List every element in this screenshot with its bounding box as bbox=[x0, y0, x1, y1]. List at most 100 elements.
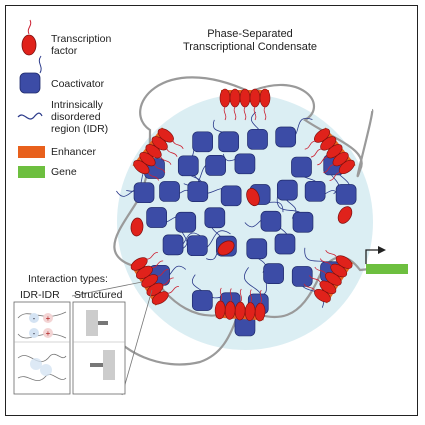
enhancer-cluster bbox=[130, 88, 356, 322]
structured-domain-1 bbox=[86, 310, 98, 336]
tf-idr-tail bbox=[148, 172, 160, 181]
tf-idr-tail bbox=[263, 106, 267, 121]
tf-idr-tail bbox=[239, 288, 243, 303]
coactivator bbox=[276, 179, 298, 201]
transcription-factor bbox=[217, 240, 235, 256]
minus-charge-2 bbox=[29, 328, 39, 338]
tf-idr-tail bbox=[310, 148, 322, 158]
transcription-factor-cluster bbox=[130, 187, 353, 256]
tss-arrowhead bbox=[378, 246, 386, 254]
tf-idr-tail bbox=[166, 148, 178, 157]
plus-sign-2: + bbox=[46, 329, 51, 338]
coactivator bbox=[133, 182, 155, 204]
enhancer-legend-label: Enhancer bbox=[51, 146, 96, 158]
coactivator bbox=[220, 185, 242, 207]
callout-line-top bbox=[71, 281, 143, 297]
coactivator bbox=[191, 290, 213, 311]
coactivator bbox=[291, 266, 313, 287]
tf-legend-icon bbox=[21, 34, 37, 56]
tf-idr-tail bbox=[219, 287, 223, 302]
tf-legend-label: Transcription factor bbox=[51, 33, 111, 57]
coactivator-legend-tail bbox=[38, 55, 42, 74]
tf-idr-tail bbox=[317, 156, 328, 166]
coactivator bbox=[292, 211, 314, 233]
tf-idr-tail bbox=[329, 172, 340, 181]
transcription-factor bbox=[337, 206, 353, 224]
tf-idr-tail bbox=[154, 164, 166, 173]
coactivator bbox=[159, 181, 180, 202]
tf-idr-tail bbox=[160, 156, 172, 165]
enhancer-site bbox=[219, 88, 271, 121]
tf-idr-tail bbox=[233, 106, 237, 121]
coactivator bbox=[162, 234, 184, 256]
idr-loop-a bbox=[17, 353, 67, 363]
tf-idr-tail bbox=[253, 106, 257, 121]
coactivator bbox=[234, 153, 256, 175]
tf-idr-tail bbox=[157, 268, 169, 277]
coactivator bbox=[146, 207, 167, 228]
transcription-factor bbox=[130, 217, 144, 237]
tf-idr-tail bbox=[303, 283, 316, 292]
coactivator bbox=[204, 207, 226, 229]
coactivator bbox=[275, 126, 297, 148]
structured-panel bbox=[72, 301, 126, 395]
coactivator bbox=[175, 211, 197, 233]
tf-idr-tail bbox=[243, 106, 247, 121]
callout-line-bottom bbox=[121, 289, 153, 396]
tf-idr-tail bbox=[309, 275, 321, 283]
coactivator bbox=[291, 156, 312, 178]
title-line-1: Phase-Separated bbox=[207, 28, 293, 40]
tf-legend-tail bbox=[27, 19, 32, 35]
coactivator bbox=[260, 210, 282, 232]
structured-domain-2 bbox=[103, 350, 115, 380]
tf-label-line-1: Transcription bbox=[51, 33, 112, 45]
tf-idr-tail bbox=[223, 106, 227, 121]
structured-peg-2 bbox=[90, 363, 103, 367]
coactivator bbox=[187, 181, 209, 202]
coactivator bbox=[192, 131, 213, 153]
tf-idr-tail bbox=[259, 289, 263, 304]
coactivator bbox=[274, 233, 296, 255]
idr-legend-label: Intrinsically disordered region (IDR) bbox=[51, 99, 108, 135]
idr-label-line-1: Intrinsically bbox=[51, 99, 103, 111]
minus-sign-2: - bbox=[33, 329, 36, 338]
bound-transcription-factor bbox=[219, 88, 231, 108]
minus-sign-1: - bbox=[33, 314, 36, 323]
enhancer-site bbox=[304, 127, 356, 181]
gene-box bbox=[366, 264, 408, 274]
tf-idr-tail bbox=[167, 285, 179, 294]
coactivator bbox=[218, 131, 240, 153]
hydrophobic-contact-2 bbox=[40, 364, 52, 376]
figure-title: Phase-Separated Transcriptional Condensa… bbox=[170, 28, 330, 54]
tf-idr-tail bbox=[172, 140, 184, 150]
idr-label-line-2: disordered bbox=[51, 111, 101, 123]
plus-sign-1: + bbox=[46, 314, 51, 323]
coactivator bbox=[335, 184, 357, 205]
coactivator bbox=[247, 128, 268, 150]
plus-charge-1 bbox=[43, 313, 53, 323]
tf-idr-tail bbox=[249, 289, 253, 303]
bound-transcription-factor bbox=[259, 88, 271, 108]
enhancer-site bbox=[303, 249, 354, 304]
idr-idr-panel bbox=[13, 301, 71, 395]
structured-peg-1 bbox=[98, 321, 108, 325]
coactivator bbox=[205, 155, 226, 176]
plus-charge-2 bbox=[43, 328, 53, 338]
tf-idr-tail bbox=[304, 140, 316, 150]
tf-idr-tail bbox=[319, 258, 332, 266]
coactivator bbox=[186, 235, 208, 257]
interaction-types-heading: Interaction types: bbox=[28, 273, 108, 285]
coactivator-legend-label: Coactivator bbox=[51, 78, 105, 90]
tf-idr-tail bbox=[162, 277, 174, 286]
idr-idr-label: IDR-IDR bbox=[20, 289, 60, 301]
coactivator bbox=[246, 238, 268, 260]
tf-idr-tail bbox=[152, 260, 164, 269]
coactivator bbox=[304, 180, 326, 202]
tf-idr-tail bbox=[314, 266, 327, 275]
bound-transcription-factor bbox=[229, 88, 241, 108]
tf-idr-tail bbox=[325, 249, 337, 258]
gene-legend-label: Gene bbox=[51, 166, 77, 178]
hydrophobic-contact-1 bbox=[30, 358, 42, 370]
tf-idr-tail bbox=[323, 164, 334, 174]
